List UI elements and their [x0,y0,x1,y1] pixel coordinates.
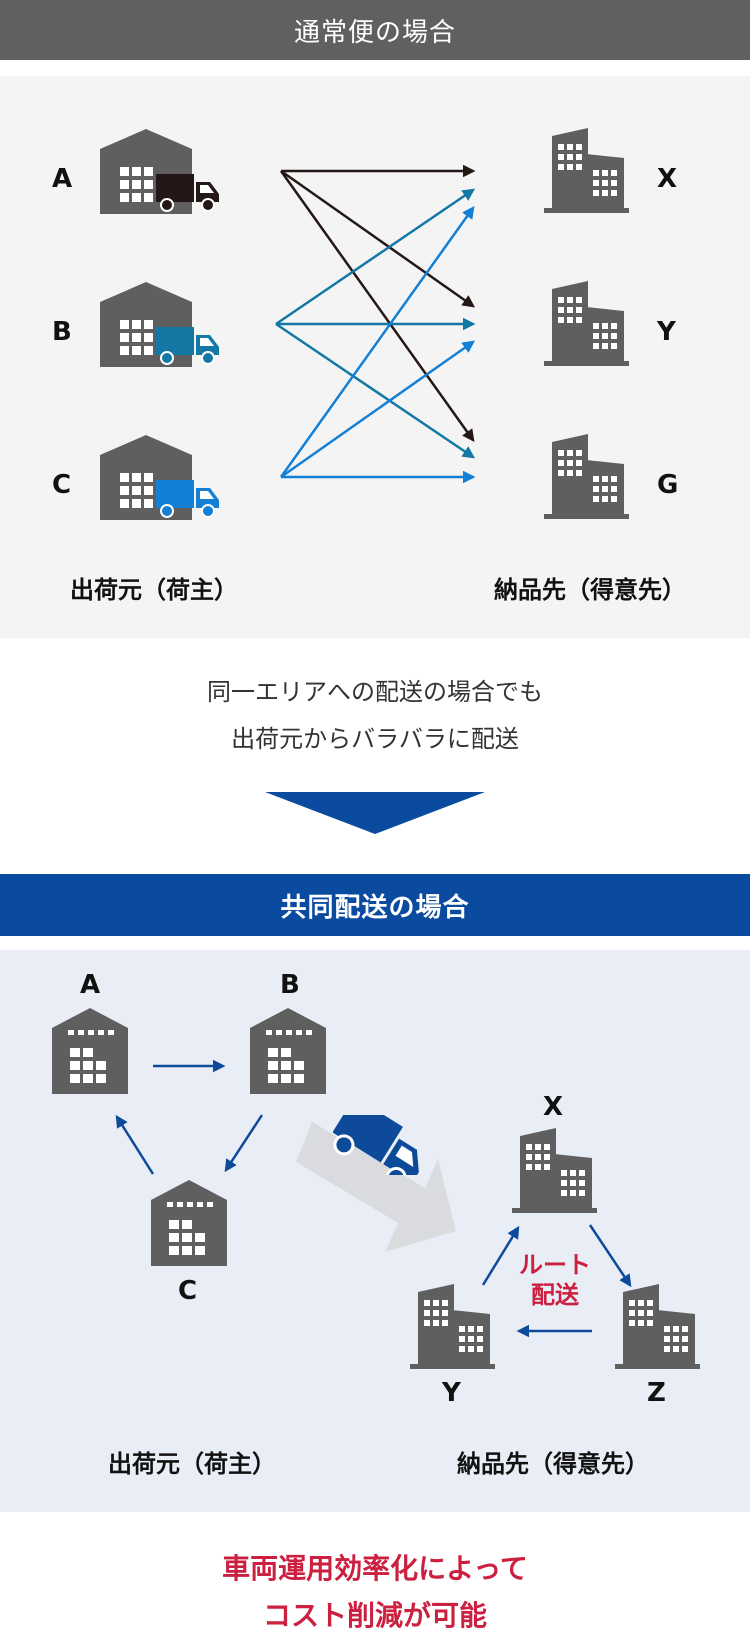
section1-header: 通常便の場合 [0,0,750,60]
building-icon [544,128,629,213]
destination-caption: 納品先（得意先） [494,576,686,604]
building-label-y: Y [442,1378,461,1408]
building-label-x: X [543,1092,564,1122]
destination-label-x: X [657,164,678,194]
note-line-2: 出荷元からバラバラに配送 [231,725,519,753]
destination-caption: 納品先（得意先） [457,1450,649,1478]
building-icon [544,434,629,519]
arrow-y-x [481,1225,520,1286]
arrow-a-y [280,169,476,308]
warehouse-label-b: B [280,970,300,1000]
destination-label-y: Y [657,317,676,347]
section2-header: 共同配送の場合 [0,874,750,936]
route-label-line-1: ルート [519,1251,591,1279]
building-icon [544,281,629,366]
shipper-label-a: A [52,164,73,194]
shipper-label-c: C [52,470,72,500]
down-arrow-icon [265,792,485,834]
destination-label-g: G [657,470,679,500]
arrow-b-x [275,188,476,326]
arrow-c-x [279,205,475,478]
route-label-line-2: 配送 [531,1281,579,1309]
shipper-label-b: B [52,317,72,347]
route-delivery-label: ルート 配送 [500,1250,610,1310]
collection-arrows [115,1059,456,1252]
result-line-1: 車両運用効率化によって [222,1552,528,1585]
arrow-a-g [279,170,475,443]
shipper-caption: 出荷元（荷主） [108,1450,276,1478]
arrow-b-c [224,1114,264,1173]
transfer-arrow [296,1122,456,1252]
warehouse-label-c: C [178,1276,198,1306]
arrow-x-z [588,1224,632,1288]
note-line-1: 同一エリアへの配送の場合でも [207,678,543,706]
result-line-2: コスト削減が可能 [262,1599,487,1632]
route-arrows [481,1224,632,1338]
arrow-b-g [275,322,476,459]
delivery-arrows [275,164,476,484]
building-label-z: Z [647,1378,666,1408]
arrow-c-a [115,1114,155,1175]
arrow-c-y [280,340,476,479]
warehouse-label-a: A [80,970,101,1000]
shipper-caption: 出荷元（荷主） [70,576,238,604]
